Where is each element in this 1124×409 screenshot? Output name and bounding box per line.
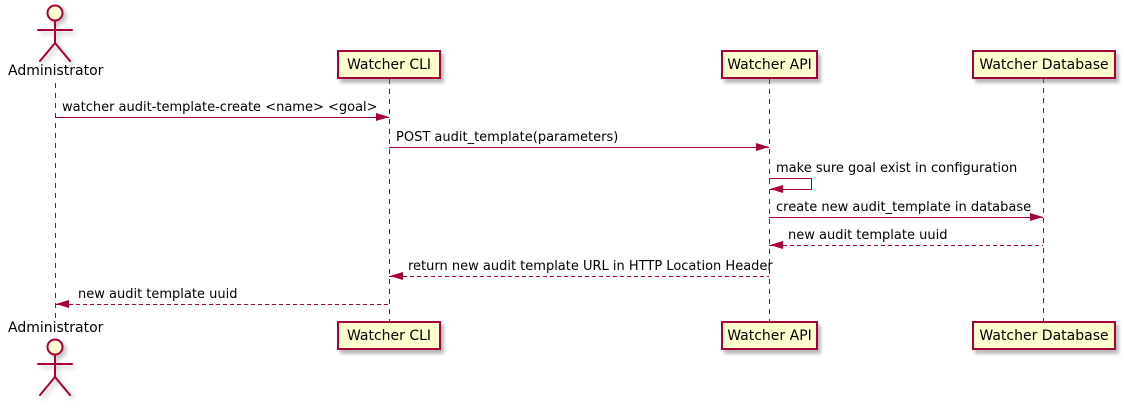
self-message-loop <box>769 178 812 190</box>
arrowhead-icon <box>770 185 783 193</box>
message-line <box>769 245 1043 246</box>
lifeline-administrator <box>55 83 56 321</box>
actor-label: Administrator <box>8 63 104 79</box>
arrowhead-icon <box>1030 213 1043 221</box>
message-label: POST audit_template(parameters) <box>396 130 619 145</box>
arrowhead-icon <box>770 241 783 249</box>
participant-watcher-cli-top: Watcher CLI <box>337 50 441 79</box>
arrowhead-icon <box>56 300 69 308</box>
participant-watcher-database-top: Watcher Database <box>972 50 1116 79</box>
participant-watcher-database-bottom: Watcher Database <box>972 321 1116 350</box>
arrowhead-icon <box>390 272 403 280</box>
message-label: new audit template uuid <box>788 228 948 243</box>
participant-watcher-cli-bottom: Watcher CLI <box>337 321 441 350</box>
actor-icon <box>37 4 73 62</box>
actor-icon <box>37 338 73 396</box>
message-label: create new audit_template in database <box>776 200 1032 215</box>
message-line <box>769 217 1043 218</box>
lifeline-watcher-database <box>1043 78 1044 321</box>
message-line <box>389 276 769 277</box>
lifeline-watcher-cli <box>389 79 390 321</box>
lifeline-watcher-api <box>769 79 770 321</box>
actor-label: Administrator <box>8 320 104 336</box>
arrowhead-icon <box>376 113 389 121</box>
message-label: make sure goal exist in configuration <box>776 161 1018 176</box>
participant-watcher-api-top: Watcher API <box>721 50 818 79</box>
message-line <box>55 117 389 118</box>
message-label: watcher audit-template-create <name> <go… <box>62 100 378 115</box>
arrowhead-icon <box>756 143 769 151</box>
message-label: return new audit template URL in HTTP Lo… <box>408 259 773 274</box>
participant-watcher-api-bottom: Watcher API <box>721 321 818 350</box>
message-line <box>389 147 769 148</box>
message-line <box>55 304 389 305</box>
message-label: new audit template uuid <box>78 287 238 302</box>
